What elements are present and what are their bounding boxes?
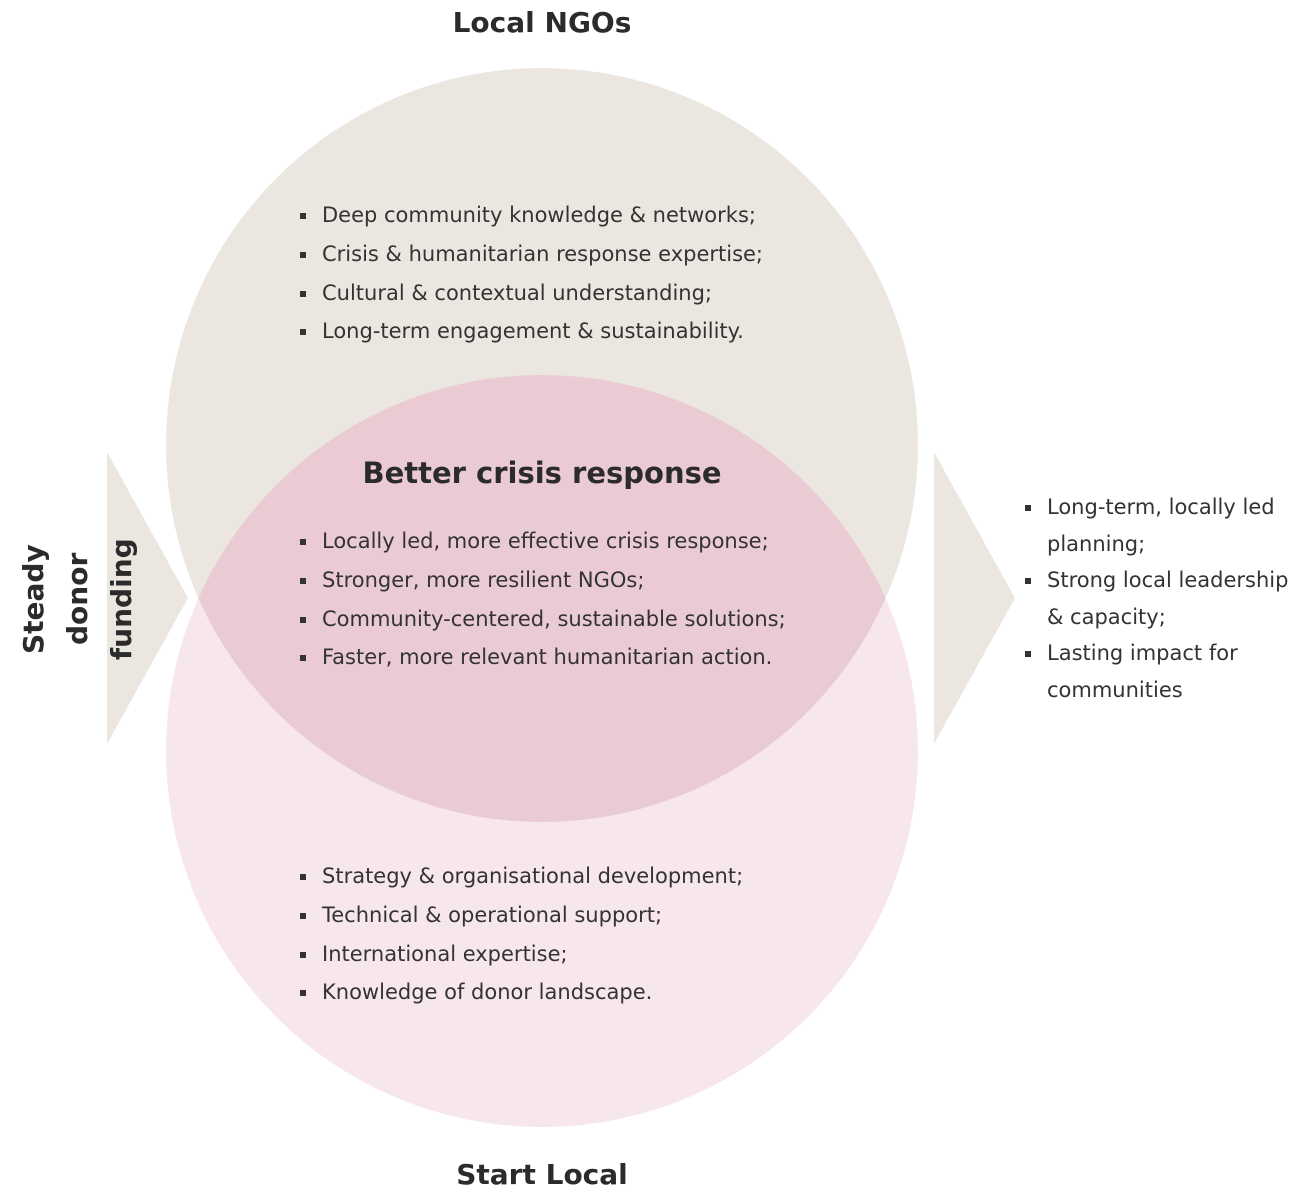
overlap-region (166, 375, 918, 822)
list-item: Long-term, locally led planning; (1025, 489, 1309, 562)
start-local-label: Start Local (456, 1158, 628, 1191)
outcomes-list: Long-term, locally led planning; Strong … (1025, 489, 1309, 709)
output-arrow (934, 452, 1015, 744)
list-item: Deep community knowledge & networks; (300, 196, 763, 235)
list-item: Knowledge of donor landscape. (300, 973, 743, 1012)
better-crisis-response-list: Locally led, more effective crisis respo… (300, 522, 786, 677)
list-item: Locally led, more effective crisis respo… (300, 522, 786, 561)
local-ngos-strengths-list: Deep community knowledge & networks; Cri… (300, 196, 763, 351)
list-item: Stronger, more resilient NGOs; (300, 561, 786, 600)
input-arrow (107, 452, 188, 744)
list-item: Long-term engagement & sustainability. (300, 312, 763, 351)
list-item: Cultural & contextual understanding; (300, 274, 763, 313)
overlap-title: Better crisis response (362, 456, 722, 490)
local-ngos-label: Local NGOs (452, 6, 632, 39)
list-item: Crisis & humanitarian response expertise… (300, 235, 763, 274)
list-item: Community-centered, sustainable solution… (300, 600, 786, 639)
start-local-support-list: Strategy & organisational development; T… (300, 857, 743, 1012)
list-item: Lasting impact for communities (1025, 635, 1309, 708)
list-item: International expertise; (300, 935, 743, 974)
list-item: Technical & operational support; (300, 896, 743, 935)
list-item: Strategy & organisational development; (300, 857, 743, 896)
list-item: Faster, more relevant humanitarian actio… (300, 638, 786, 677)
steady-donor-funding-label: Steady donor funding (17, 538, 138, 660)
list-item: Strong local leadership & capacity; (1025, 562, 1309, 635)
